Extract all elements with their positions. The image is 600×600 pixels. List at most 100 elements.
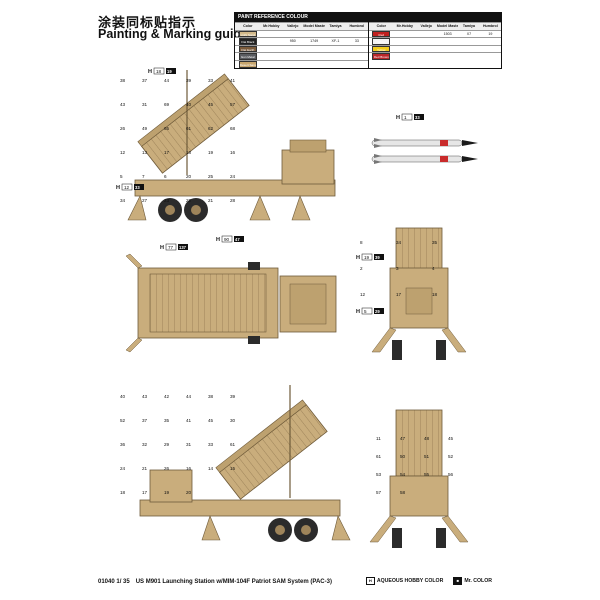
- callout-number: 22: [186, 198, 192, 203]
- reference-cell-tamiya: X7: [466, 31, 472, 36]
- callout-number: 65: [164, 126, 170, 131]
- callout-number: 19: [208, 150, 214, 155]
- callout-number: 17: [164, 150, 170, 155]
- callout-number: 16: [186, 466, 192, 471]
- col-vallejo: Vallejo: [420, 24, 432, 29]
- side-view-bottom: [139, 385, 351, 542]
- svg-text:H: H: [356, 255, 360, 261]
- callout-number: 52: [448, 454, 454, 459]
- svg-text:H: H: [160, 245, 164, 251]
- svg-text:1: 1: [404, 115, 407, 120]
- callout-number: 61: [230, 442, 236, 447]
- callout-number: 34: [120, 198, 126, 203]
- callout-number: 18: [186, 150, 192, 155]
- svg-text:18: 18: [156, 69, 162, 74]
- reference-row: Light Sand: [235, 29, 368, 38]
- callout-number: 43: [142, 394, 148, 399]
- reference-cell-humbrol: 19: [488, 31, 493, 36]
- callout-number: 37: [142, 78, 148, 83]
- callout-number: 20: [186, 490, 192, 495]
- callout-number: 69: [164, 102, 170, 107]
- col-humbrol: Humbrol: [482, 24, 498, 29]
- callout-number: 12: [360, 292, 366, 297]
- color-swatch: White: [372, 38, 391, 45]
- callout-number: 24: [230, 174, 236, 179]
- svg-text:H: H: [396, 115, 400, 121]
- svg-text:H: H: [216, 237, 220, 243]
- missile-2: [371, 154, 478, 164]
- callout-number: 68: [230, 126, 236, 131]
- reference-row: Flat Earth: [235, 44, 368, 53]
- legend-mrcolor-label: Mr. COLOR: [464, 578, 492, 584]
- color-swatch: Flat Earth: [238, 45, 257, 53]
- callout-number: 33: [208, 442, 214, 447]
- col-mrhobby: Mr.Hobby: [396, 24, 414, 29]
- missile-1: [371, 138, 478, 148]
- legend-aqueous-label: AQUEOUS HOBBY COLOR: [376, 578, 444, 584]
- callout-number: 47: [400, 436, 406, 441]
- paint-reference-title: PAINT REFERENCE COLOUR: [235, 13, 501, 22]
- callout-number: 40: [120, 394, 126, 399]
- svg-text:47: 47: [235, 237, 240, 242]
- rear-canisters: [395, 227, 443, 275]
- callout-number: 26: [164, 466, 170, 471]
- callout-number: 49: [142, 126, 148, 131]
- callout-number: 17: [396, 292, 402, 297]
- svg-text:33: 33: [135, 185, 140, 190]
- callout-number: 39: [186, 78, 192, 83]
- color-swatch: Desert Sand: [238, 60, 257, 68]
- svg-text:19: 19: [364, 255, 370, 260]
- footer: 01040 1/ 35 US M901 Launching Station w/…: [98, 577, 502, 586]
- callout-number: 62: [208, 126, 214, 131]
- svg-text:77: 77: [168, 245, 174, 250]
- callout-number: 11: [376, 436, 381, 441]
- title-chinese: 涂装同标贴指示: [98, 15, 197, 30]
- callout-number: 20: [186, 174, 192, 179]
- svg-text:39: 39: [375, 255, 380, 260]
- reference-cell-tamiya: XF-1: [331, 39, 340, 44]
- svg-text:33: 33: [415, 115, 420, 120]
- col-tamiya: Tamiya: [329, 24, 342, 29]
- color-swatch: Flat Black: [238, 38, 257, 45]
- reference-row: Yellow: [368, 44, 501, 53]
- callout-number: 45: [448, 436, 454, 441]
- callout-number: 18: [120, 490, 126, 495]
- color-swatch: Yellow: [372, 45, 391, 53]
- rear-view: [371, 227, 467, 360]
- callout-number: 14: [208, 466, 214, 471]
- color-swatch: Gun Metal: [238, 53, 257, 60]
- callout-number: 44: [164, 78, 170, 83]
- callout-number: 57: [376, 490, 382, 495]
- callout-number: 12: [120, 150, 126, 155]
- callout-number: 41: [230, 78, 236, 83]
- callout-number: 32: [142, 442, 148, 447]
- reference-row: White: [368, 37, 501, 45]
- callout-number: 27: [142, 198, 148, 203]
- callout-number: 61: [186, 126, 192, 131]
- svg-text:19: 19: [167, 69, 172, 74]
- callout-number: 24: [120, 466, 126, 471]
- callout-number: 38: [120, 78, 126, 83]
- side-view-top: [127, 70, 336, 222]
- front-view: [369, 409, 469, 548]
- legend-h-box: H: [365, 577, 375, 585]
- callout-number: 34: [396, 240, 402, 245]
- kit-title: US M901 Launching Station w/MIM-104F Pat…: [135, 578, 332, 585]
- callout-number: 28: [230, 198, 236, 203]
- callout-number: 35: [164, 418, 170, 423]
- callout-number: 56: [448, 472, 454, 477]
- reference-cell-humbrol: 33: [354, 39, 359, 44]
- svg-text:H: H: [116, 185, 120, 191]
- kit-code: 01040 1/ 35: [98, 578, 130, 585]
- svg-text:5: 5: [364, 309, 367, 314]
- reference-header-row: Color Mr.Hobby Vallejo Model Master Tami…: [368, 22, 501, 30]
